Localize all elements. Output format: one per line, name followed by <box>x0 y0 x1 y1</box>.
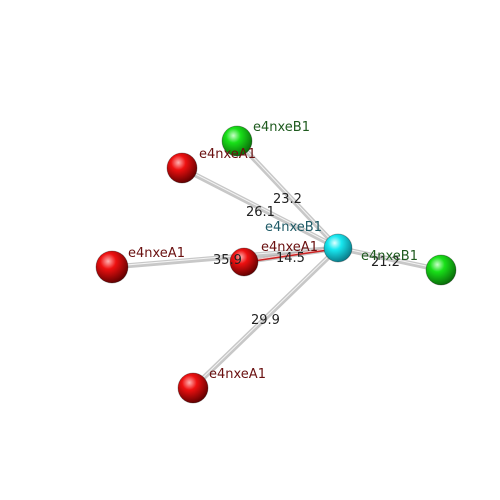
bonds-layer <box>109 138 444 391</box>
bond-r_mid <box>241 245 341 265</box>
atom-green-g_right <box>425 254 457 286</box>
atom-red-r_left <box>95 250 129 284</box>
atom-red-r_bottom <box>177 372 209 404</box>
bond-g_top <box>234 138 341 251</box>
atom-label-center: e4nxeB1 <box>265 220 322 235</box>
atoms-layer <box>95 125 457 404</box>
atom-red-r_upper <box>166 152 198 184</box>
distance-label-r_left: 35.9 <box>213 253 242 268</box>
distance-labels-layer: 23.226.1 35.9 14.5 21.2 29.9 <box>213 192 400 328</box>
atom-label-r_bottom: e4nxeA1 <box>209 367 266 382</box>
distance-label-g_right: 21.2 <box>371 255 400 270</box>
distance-label-r_mid: 14.5 <box>276 251 305 266</box>
bond-r_bottom <box>190 245 341 391</box>
atom-label-r_mid: e4nxeA1 <box>261 240 318 255</box>
atom-label-g_right: e4nxeB1 <box>361 249 418 264</box>
distance-label-g_top: 23.2 <box>273 192 302 207</box>
atom-green-g_top <box>221 125 253 157</box>
atom-label-r_left: e4nxeA1 <box>128 246 185 261</box>
atom-cyan-center <box>323 233 353 263</box>
bond-r_upper <box>179 165 341 251</box>
distance-label-r_upper: 26.1 <box>246 205 275 220</box>
atom-label-g_top: e4nxeB1 <box>253 120 310 135</box>
atom-label-r_upper: e4nxeA1 <box>199 147 256 162</box>
bond-g_right <box>335 245 444 273</box>
distance-label-r_bottom: 29.9 <box>251 313 280 328</box>
atom-labels-layer: e4nxeB1 e4nxeB1 e4nxeB1 e4nxeA1 e4nxeA1 e4nxe… <box>128 120 418 382</box>
atom-red-r_mid <box>229 247 259 277</box>
